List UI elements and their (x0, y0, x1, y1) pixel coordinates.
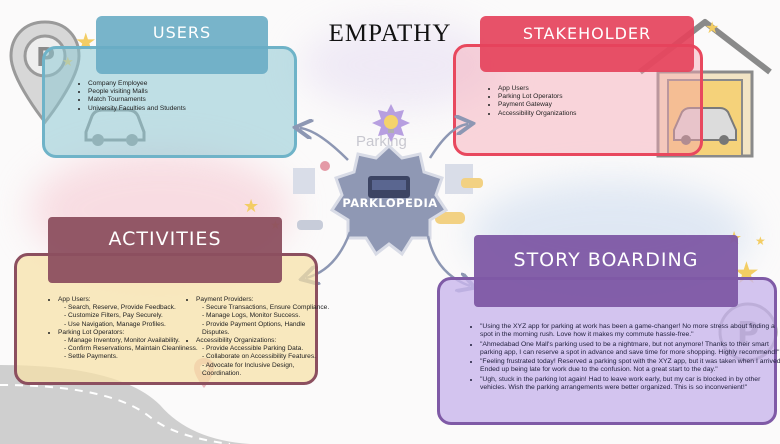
activity-line: - Provide Payment Options, Handle Disput… (202, 320, 306, 336)
activities-right-list: Payment Providers: - Secure Transactions… (182, 296, 332, 378)
list-item: Payment Providers: - Secure Transactions… (196, 296, 332, 337)
story-list: "Using the XYZ app for parking at work h… (466, 323, 780, 393)
star-icon: ★ (705, 20, 720, 37)
page-title: EMPATHY (328, 20, 452, 47)
list-item: "Ahmedabad One Mall's parking used to be… (480, 341, 780, 358)
list-item: Accessibility Organizations (498, 110, 648, 118)
users-header: USERS (96, 16, 268, 74)
users-list: Company Employee People visiting Malls M… (74, 80, 288, 113)
list-item: App Users: - Search, Reserve, Provide Fe… (58, 296, 204, 329)
activities-group-label: Accessibility Organizations: (196, 337, 277, 345)
lightbulb-icon (372, 104, 410, 142)
garage-icon (638, 19, 772, 158)
stakeholder-list: App Users Parking Lot Operators Payment … (484, 85, 648, 118)
activity-line: - Search, Reserve, Provide Feedback. (64, 304, 176, 312)
star-icon: ★ (755, 234, 766, 248)
activity-line: - Secure Transactions, Ensure Compliance… (202, 304, 330, 312)
list-item: "Feeling frustrated today! Reserved a pa… (480, 358, 780, 375)
list-item: Parking Lot Operators: - Manage Inventor… (58, 329, 204, 362)
activity-line: - Use Navigation, Manage Profiles. (64, 320, 166, 328)
activity-line: - Settle Payments. (64, 353, 118, 361)
bg-wash-lilac (300, 20, 500, 110)
list-item: Match Tournaments (88, 96, 288, 104)
parking-watermark: Parking (356, 133, 407, 150)
activities-left-list: App Users: - Search, Reserve, Provide Fe… (44, 296, 204, 362)
activity-line: - Manage Inventory, Monitor Availability… (64, 337, 180, 345)
activity-line: - Advocate for Inclusive Design, Coordin… (202, 361, 295, 377)
parklopedia-hub (329, 143, 449, 257)
activities-group-label: Parking Lot Operators: (58, 328, 125, 336)
list-item: App Users (498, 85, 648, 93)
activity-line: - Manage Logs, Monitor Success. (202, 312, 301, 320)
list-item: "Ugh, stuck in the parking lot again! Ha… (480, 376, 780, 393)
activities-group-label: Payment Providers: (196, 296, 254, 303)
list-item: People visiting Malls (88, 88, 288, 96)
activity-line: - Collaborate on Accessibility Features. (202, 353, 316, 361)
list-item: Accessibility Organizations: - Provide A… (196, 337, 332, 378)
activities-header: ACTIVITIES (48, 217, 282, 283)
list-item: Parking Lot Operators (498, 93, 648, 101)
list-item: "Using the XYZ app for parking at work h… (480, 323, 780, 340)
activity-line: - Provide Accessible Parking Data. (202, 345, 304, 353)
list-item: Payment Gateway (498, 101, 648, 109)
activity-line: - Confirm Reservations, Maintain Cleanli… (64, 345, 198, 353)
story-header: STORY BOARDING (474, 235, 738, 307)
list-item: Company Employee (88, 80, 288, 88)
activity-line: - Customize Filters, Pay Securely. (64, 312, 163, 320)
activities-group-label: App Users: (58, 296, 91, 303)
city-illustration (293, 161, 483, 230)
hub-label: PARKLOPEDIA (342, 196, 438, 210)
star-icon: ★ (243, 196, 260, 216)
stakeholder-header: STAKEHOLDER (480, 16, 694, 72)
list-item: University Faculties and Students (88, 105, 288, 113)
